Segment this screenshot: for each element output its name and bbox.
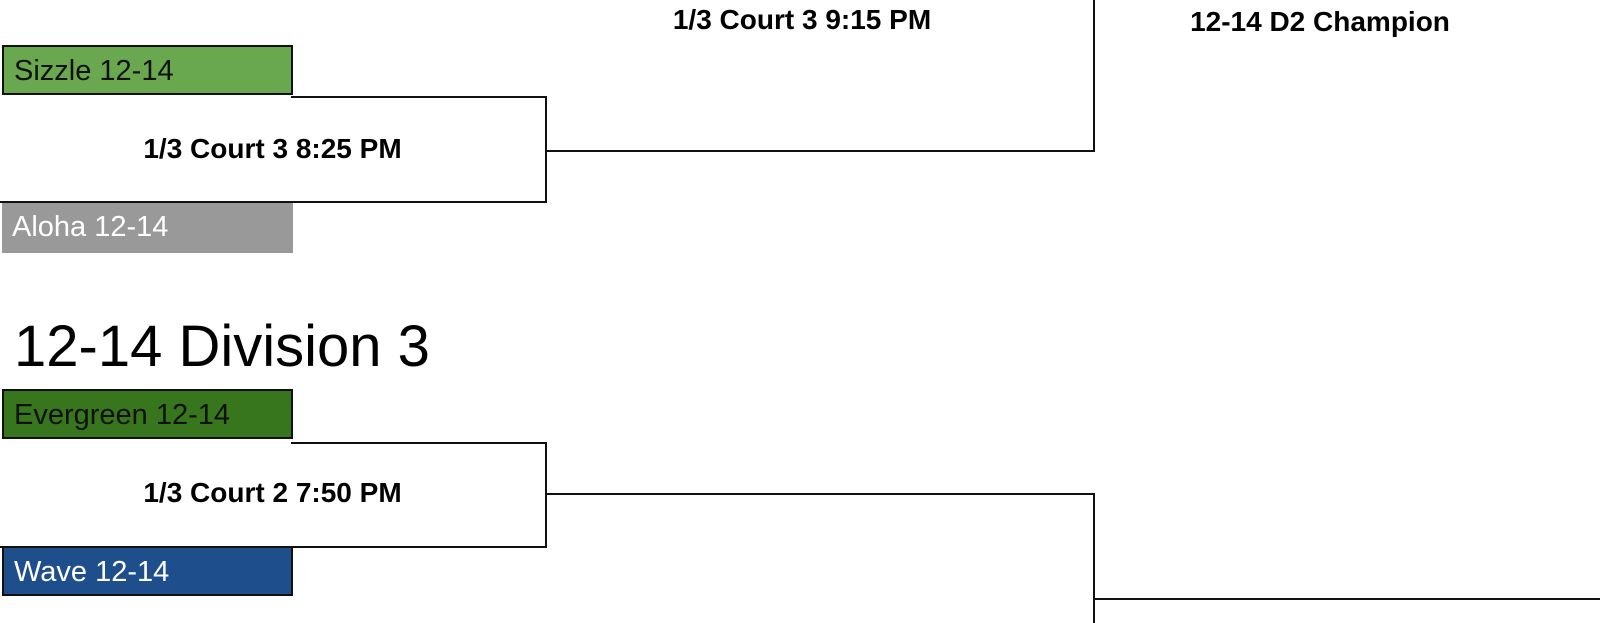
winner-line-horizontal (547, 150, 1095, 152)
game-box-right-border (545, 442, 547, 548)
final-game-label: 1/3 Court 3 9:15 PM (672, 4, 932, 35)
team-sizzle: Sizzle 12-14 (2, 45, 293, 95)
game-box-top-border (291, 442, 547, 444)
winner-line-horizontal (547, 493, 1095, 495)
game-box-top-border (291, 96, 547, 98)
division-title: 12-14 Division 3 (14, 314, 430, 379)
final-line-vertical (1093, 0, 1095, 152)
game-label-semifinal: 1/3 Court 3 8:25 PM (143, 133, 402, 164)
game-box-right-border (545, 96, 547, 203)
champion-line (1093, 598, 1600, 600)
champion-label: 12-14 D2 Champion (1190, 6, 1450, 37)
team-aloha: Aloha 12-14 (2, 203, 293, 253)
team-evergreen: Evergreen 12-14 (2, 389, 293, 439)
team-wave: Wave 12-14 (2, 546, 293, 596)
game-box-bottom-border (0, 201, 547, 203)
game-label-division3: 1/3 Court 2 7:50 PM (143, 477, 402, 508)
final-line-vertical (1093, 493, 1095, 623)
